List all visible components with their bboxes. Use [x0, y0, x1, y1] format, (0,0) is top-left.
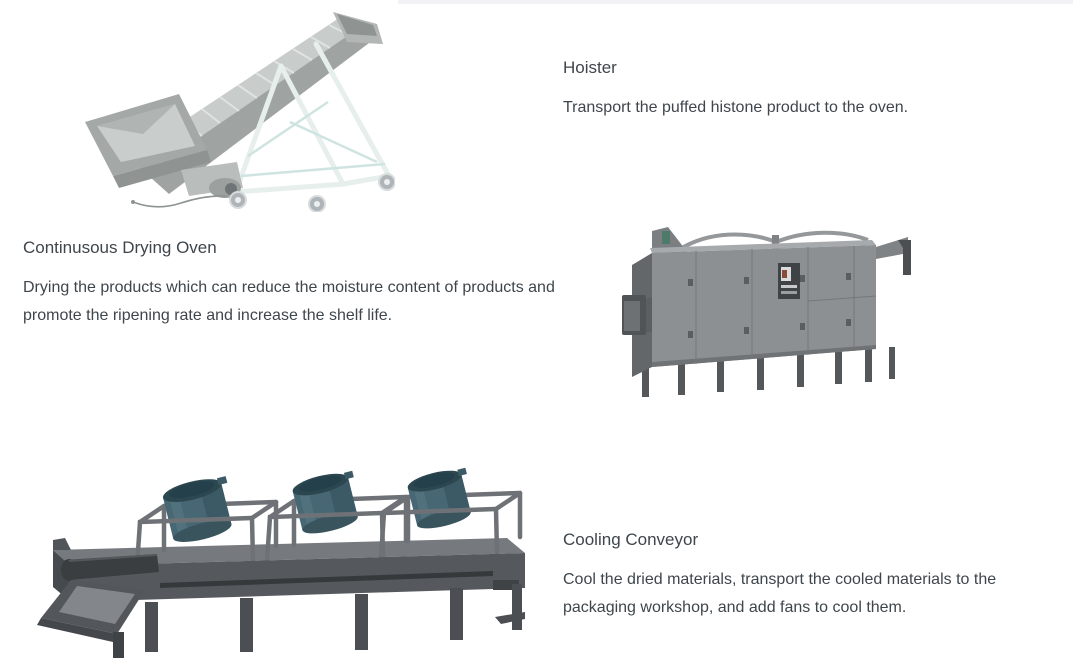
oven-door-seams: [695, 246, 877, 364]
hoister-hopper-front: [113, 150, 211, 188]
conveyor-left-flange: [53, 538, 71, 550]
oven-hood-valve: [662, 231, 670, 244]
hoister-hopper-inner: [97, 104, 195, 162]
drying-oven-machine-image: [622, 227, 911, 397]
oven-blower-face: [624, 301, 640, 331]
conveyor-deck-front: [71, 553, 525, 602]
section-title-drying-oven: Continusous Drying Oven: [23, 238, 217, 257]
oven-pipe-joint: [772, 235, 779, 249]
top-edge-artifact-strip: [398, 0, 1073, 4]
conveyor-chute-inner: [59, 586, 135, 624]
section-description-drying-oven: Drying the products which can reduce the…: [23, 279, 555, 324]
hoister-power-cord: [132, 195, 228, 208]
hoister-head-guard-shade: [337, 14, 377, 36]
oven-top-face: [650, 240, 876, 253]
section-description-cooling-conveyor: Cool the dried materials, transport the …: [563, 571, 997, 616]
conveyor-front-leg: [113, 632, 124, 658]
oven-blower-duct: [646, 297, 652, 333]
conveyor-deck-top: [53, 538, 525, 566]
conveyor-right-mechanism: [493, 580, 519, 590]
oven-door-hinges: [688, 273, 851, 338]
oven-top-pipes: [678, 230, 869, 251]
oven-right-hook: [898, 240, 911, 275]
conveyor-legs: [145, 584, 525, 652]
fan-stand-3: [378, 465, 520, 560]
hoister-casters: [229, 173, 395, 212]
hoister-machine-image: [85, 12, 395, 212]
hoister-cord-plug: [131, 200, 135, 204]
section-description-hoister: Transport the puffed histone product to …: [563, 99, 909, 116]
cooling-conveyor-machine-image: [37, 465, 525, 658]
oven-bottom-edge: [652, 345, 876, 367]
hoister-support-frame: [232, 41, 392, 197]
conveyor-groove: [160, 571, 493, 588]
fan-stand-1: [134, 473, 276, 569]
conveyor-roller-highlight: [68, 554, 158, 562]
section-title-hoister: Hoister: [563, 58, 617, 77]
oven-legs: [642, 347, 895, 397]
hoister-hopper-inner-shade: [97, 104, 175, 134]
conveyor-chute-lip: [37, 618, 117, 642]
conveyor-roller-cap: [61, 559, 77, 581]
section-title-cooling-conveyor: Cooling Conveyor: [563, 530, 699, 549]
hoister-frame-braces: [240, 100, 386, 178]
oven-control-panel: [778, 263, 800, 299]
oven-front-panel: [652, 245, 876, 367]
